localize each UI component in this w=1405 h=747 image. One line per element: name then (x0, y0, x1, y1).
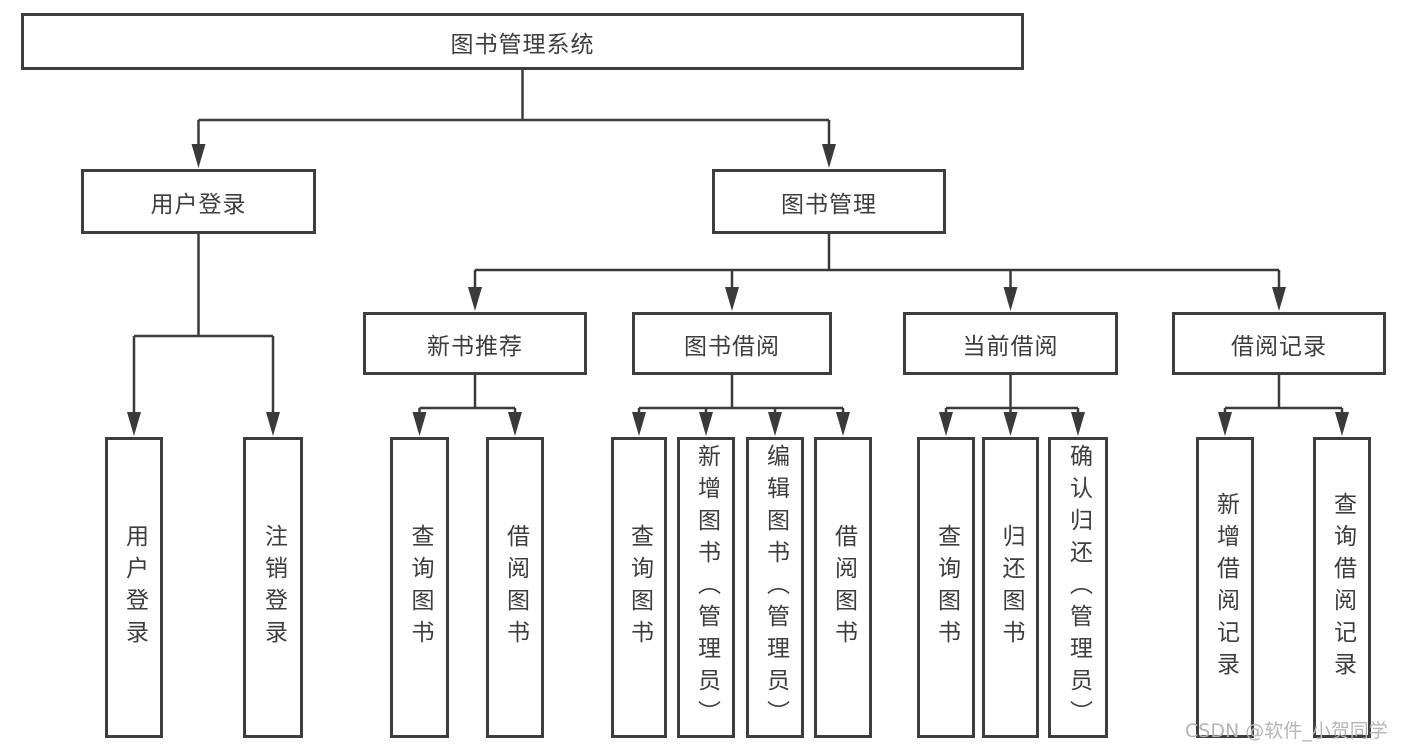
leaf-logout: 注销登录 (243, 437, 303, 738)
node-book-borrow-label: 图书借阅 (684, 333, 780, 360)
leaf-cb-confirm-return-label: 确认归还（管理员） (1065, 443, 1092, 732)
leaf-bb-add-book-label: 新增图书（管理员） (693, 443, 720, 732)
leaf-nb-borrow-book-label: 借阅图书 (502, 523, 529, 652)
node-borrow-record-label: 借阅记录 (1231, 333, 1327, 360)
node-book-management-label: 图书管理 (781, 191, 877, 218)
leaf-bb-edit-book: 编辑图书（管理员） (746, 437, 804, 738)
leaf-nb-query-book-label: 查询图书 (407, 523, 433, 652)
arrowhead-borrow-record-icon (1272, 287, 1286, 311)
arrowhead-bb-borrow-icon (836, 412, 850, 436)
node-book-borrow: 图书借阅 (632, 312, 832, 375)
arrowhead-bb-edit-icon (768, 412, 782, 436)
leaf-rec-query-record: 查询借阅记录 (1313, 437, 1371, 738)
leaf-bb-add-book: 新增图书（管理员） (677, 437, 735, 738)
arrowhead-nb-query-icon (412, 412, 427, 436)
node-current-borrow: 当前借阅 (903, 312, 1118, 375)
leaf-bb-query-book-label: 查询图书 (626, 523, 653, 652)
leaf-rec-query-record-label: 查询借阅记录 (1329, 491, 1356, 684)
arrowhead-book-borrow-icon (725, 287, 739, 311)
arrowhead-cb-return-icon (1003, 412, 1018, 436)
arrowhead-current-borrow-icon (1003, 287, 1018, 311)
leaf-logout-label: 注销登录 (260, 523, 287, 652)
node-borrow-record: 借阅记录 (1172, 312, 1386, 375)
leaf-nb-borrow-book: 借阅图书 (486, 437, 544, 738)
arrowhead-cb-confirm-icon (1071, 412, 1085, 436)
node-root: 图书管理系统 (21, 13, 1024, 70)
node-user-login: 用户登录 (81, 169, 316, 234)
node-book-management: 图书管理 (712, 169, 946, 234)
arrowhead-rec-add-icon (1218, 412, 1232, 436)
node-current-borrow-label: 当前借阅 (962, 333, 1059, 360)
leaf-nb-query-book: 查询图书 (390, 437, 449, 738)
leaf-cb-return-book-label: 归还图书 (998, 523, 1024, 652)
arrowhead-nb-borrow-icon (508, 412, 522, 436)
leaf-cb-confirm-return: 确认归还（管理员） (1048, 437, 1108, 738)
arrowhead-logout-icon (266, 412, 280, 436)
arrowhead-user-login-icon (191, 144, 206, 168)
arrowhead-bb-query-icon (632, 412, 646, 436)
leaf-bb-borrow-book: 借阅图书 (814, 437, 872, 738)
node-root-label: 图书管理系统 (450, 31, 595, 58)
arrowhead-login-icon (127, 412, 141, 436)
arrowhead-cb-query-icon (939, 412, 953, 436)
arrowhead-rec-query-icon (1335, 412, 1349, 436)
node-user-login-label: 用户登录 (150, 191, 247, 218)
leaf-rec-add-record: 新增借阅记录 (1196, 437, 1254, 738)
arrowhead-bb-add-icon (699, 412, 713, 436)
node-new-book-label: 新书推荐 (427, 333, 523, 360)
leaf-cb-query-book-label: 查询图书 (933, 523, 960, 652)
arrowhead-new-book-icon (468, 287, 482, 311)
leaf-cb-return-book: 归还图书 (982, 437, 1039, 738)
leaf-user-login-label: 用户登录 (121, 523, 148, 652)
leaf-rec-add-record-label: 新增借阅记录 (1212, 491, 1239, 684)
leaf-bb-edit-book-label: 编辑图书（管理员） (762, 443, 789, 732)
csdn-watermark: CSDN @软件_小贺同学 (1185, 720, 1388, 742)
leaf-user-login: 用户登录 (105, 437, 163, 738)
node-new-book: 新书推荐 (363, 312, 587, 375)
leaf-bb-query-book: 查询图书 (611, 437, 667, 738)
arrowhead-book-mgmt-icon (822, 144, 836, 168)
leaf-cb-query-book: 查询图书 (917, 437, 975, 738)
leaf-bb-borrow-book-label: 借阅图书 (830, 523, 857, 652)
